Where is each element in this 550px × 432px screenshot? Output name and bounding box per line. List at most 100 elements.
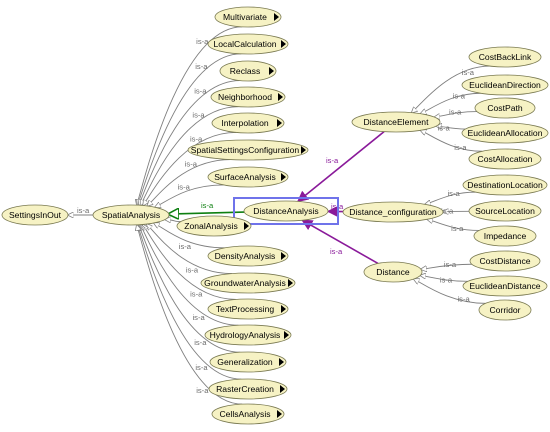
node-destination-location[interactable]: DestinationLocation (462, 174, 548, 196)
node-label: CellsAnalysis (219, 409, 270, 419)
is-a-label: is-a (77, 206, 90, 215)
edge-cells_analysis-to-spatial_analysis (137, 225, 243, 405)
expand-arrow-icon[interactable] (277, 410, 282, 418)
node-euclidean-allocation[interactable]: EuclideanAllocation (461, 122, 549, 144)
node-label: HydrologyAnalysis (210, 330, 281, 340)
node-shape (187, 139, 309, 161)
is-a-label: is-a (194, 87, 207, 96)
node-label: DistanceElement (364, 117, 430, 127)
node-label: ZonalAnalysis (184, 221, 238, 231)
is-a-label: is-a (178, 183, 191, 192)
expand-arrow-icon[interactable] (281, 252, 286, 260)
node-distance-analysis[interactable]: DistanceAnalysis (243, 200, 329, 222)
node-neighborhood[interactable]: Neighborhood (210, 86, 286, 108)
edge-distance-to-distance_analysis (301, 219, 379, 265)
node-label: SourceLocation (475, 206, 535, 216)
expand-arrow-icon[interactable] (279, 358, 284, 366)
is-a-label: is-a (458, 295, 471, 304)
node-distance-configuration[interactable]: Distance_configuration (342, 201, 444, 223)
edge-multivariate-to-spatial_analysis (137, 26, 243, 205)
edge-density_analysis-to-spatial_analysis (154, 223, 225, 249)
node-cost-path[interactable]: CostPath (474, 97, 536, 119)
node-cost-distance[interactable]: CostDistance (469, 250, 541, 272)
expand-arrow-icon[interactable] (281, 305, 286, 313)
node-cells-analysis[interactable]: CellsAnalysis (211, 403, 285, 425)
node-shape (478, 299, 532, 321)
node-generalization[interactable]: Generalization (209, 351, 287, 373)
expand-arrow-icon[interactable] (281, 173, 286, 181)
edge-zonal_analysis-to-spatial_analysis (165, 219, 181, 221)
selection-highlight (233, 197, 339, 225)
node-label: Neighborhood (218, 92, 272, 102)
edge-cost_allocation-to-distance_element (420, 130, 483, 152)
node-label: TextProcessing (216, 304, 274, 314)
expand-arrow-icon[interactable] (274, 13, 279, 21)
node-shape (208, 378, 288, 400)
node-zonal-analysis[interactable]: ZonalAnalysis (176, 215, 252, 237)
node-label: CostAllocation (478, 154, 533, 164)
node-shape (363, 261, 423, 283)
edge-hydrology_analysis-to-spatial_analysis (140, 225, 239, 326)
edge-local_calculation-to-spatial_analysis (138, 53, 242, 205)
expand-arrow-icon[interactable] (280, 385, 285, 393)
edge-cost_back_link-to-distance_element (412, 65, 490, 113)
edge-groundwater_analysis-to-spatial_analysis (147, 224, 232, 275)
is-a-label: is-a (194, 338, 207, 347)
node-shape (461, 122, 549, 144)
node-shape (462, 275, 548, 297)
node-cost-allocation[interactable]: CostAllocation (468, 148, 542, 170)
node-spatial-settings-configuration[interactable]: SpatialSettingsConfiguration (187, 139, 309, 161)
expand-arrow-icon[interactable] (281, 40, 286, 48)
node-hydrology-analysis[interactable]: HydrologyAnalysis (204, 324, 292, 346)
node-groundwater-analysis[interactable]: GroundwaterAnalysis (200, 272, 296, 294)
expand-arrow-icon[interactable] (269, 67, 274, 75)
expand-arrow-icon[interactable] (277, 119, 282, 127)
node-reclass[interactable]: Reclass (219, 60, 277, 82)
edge-spatial_settings_configuration-to-spatial_analysis (147, 159, 231, 206)
node-distance-element[interactable]: DistanceElement (351, 111, 441, 133)
node-shape (468, 46, 542, 68)
expand-arrow-icon[interactable] (288, 279, 293, 287)
is-a-label: is-a (440, 275, 453, 284)
edge-cost_path-to-distance_element (434, 111, 478, 117)
expand-arrow-icon[interactable] (301, 146, 306, 154)
node-shape (474, 97, 536, 119)
node-multivariate[interactable]: Multivariate (214, 6, 282, 28)
node-label: GroundwaterAnalysis (204, 278, 286, 288)
edge-neighborhood-to-spatial_analysis (141, 106, 239, 206)
is-a-label: is-a (185, 159, 198, 168)
node-shape (473, 225, 537, 247)
node-shape (210, 86, 286, 108)
edge-euclidean_direction-to-distance_element (420, 92, 481, 113)
node-impedance[interactable]: Impedance (473, 225, 537, 247)
edge-corridor-to-distance (414, 279, 486, 304)
node-shape (342, 201, 444, 223)
node-euclidean-direction[interactable]: EuclideanDirection (461, 74, 549, 96)
node-shape (1, 204, 69, 226)
node-label: SpatialAnalysis (102, 210, 160, 220)
node-surface-analysis[interactable]: SurfaceAnalysis (207, 166, 289, 188)
node-interpolation[interactable]: Interpolation (211, 112, 285, 134)
is-a-label: is-a (179, 242, 192, 251)
expand-arrow-icon[interactable] (244, 222, 249, 230)
node-settings-in-out[interactable]: SettingsInOut (1, 204, 69, 226)
node-euclidean-distance[interactable]: EuclideanDistance (462, 275, 548, 297)
node-local-calculation[interactable]: LocalCalculation (207, 33, 289, 55)
is-a-label: is-a (326, 156, 339, 165)
node-distance[interactable]: Distance (363, 261, 423, 283)
node-cost-back-link[interactable]: CostBackLink (468, 46, 542, 68)
node-shape (468, 148, 542, 170)
is-a-label: is-a (192, 313, 205, 322)
expand-arrow-icon[interactable] (284, 331, 289, 339)
node-shape (207, 33, 289, 55)
node-source-location[interactable]: SourceLocation (468, 200, 542, 222)
node-text-processing[interactable]: TextProcessing (207, 298, 289, 320)
node-shape (351, 111, 441, 133)
node-corridor[interactable]: Corridor (478, 299, 532, 321)
node-density-analysis[interactable]: DensityAnalysis (207, 245, 289, 267)
node-label: DestinationLocation (467, 180, 543, 190)
node-spatial-analysis[interactable]: SpatialAnalysis (92, 204, 170, 226)
node-raster-creation[interactable]: RasterCreation (208, 378, 288, 400)
expand-arrow-icon[interactable] (278, 93, 283, 101)
is-a-label: is-a (438, 124, 451, 133)
